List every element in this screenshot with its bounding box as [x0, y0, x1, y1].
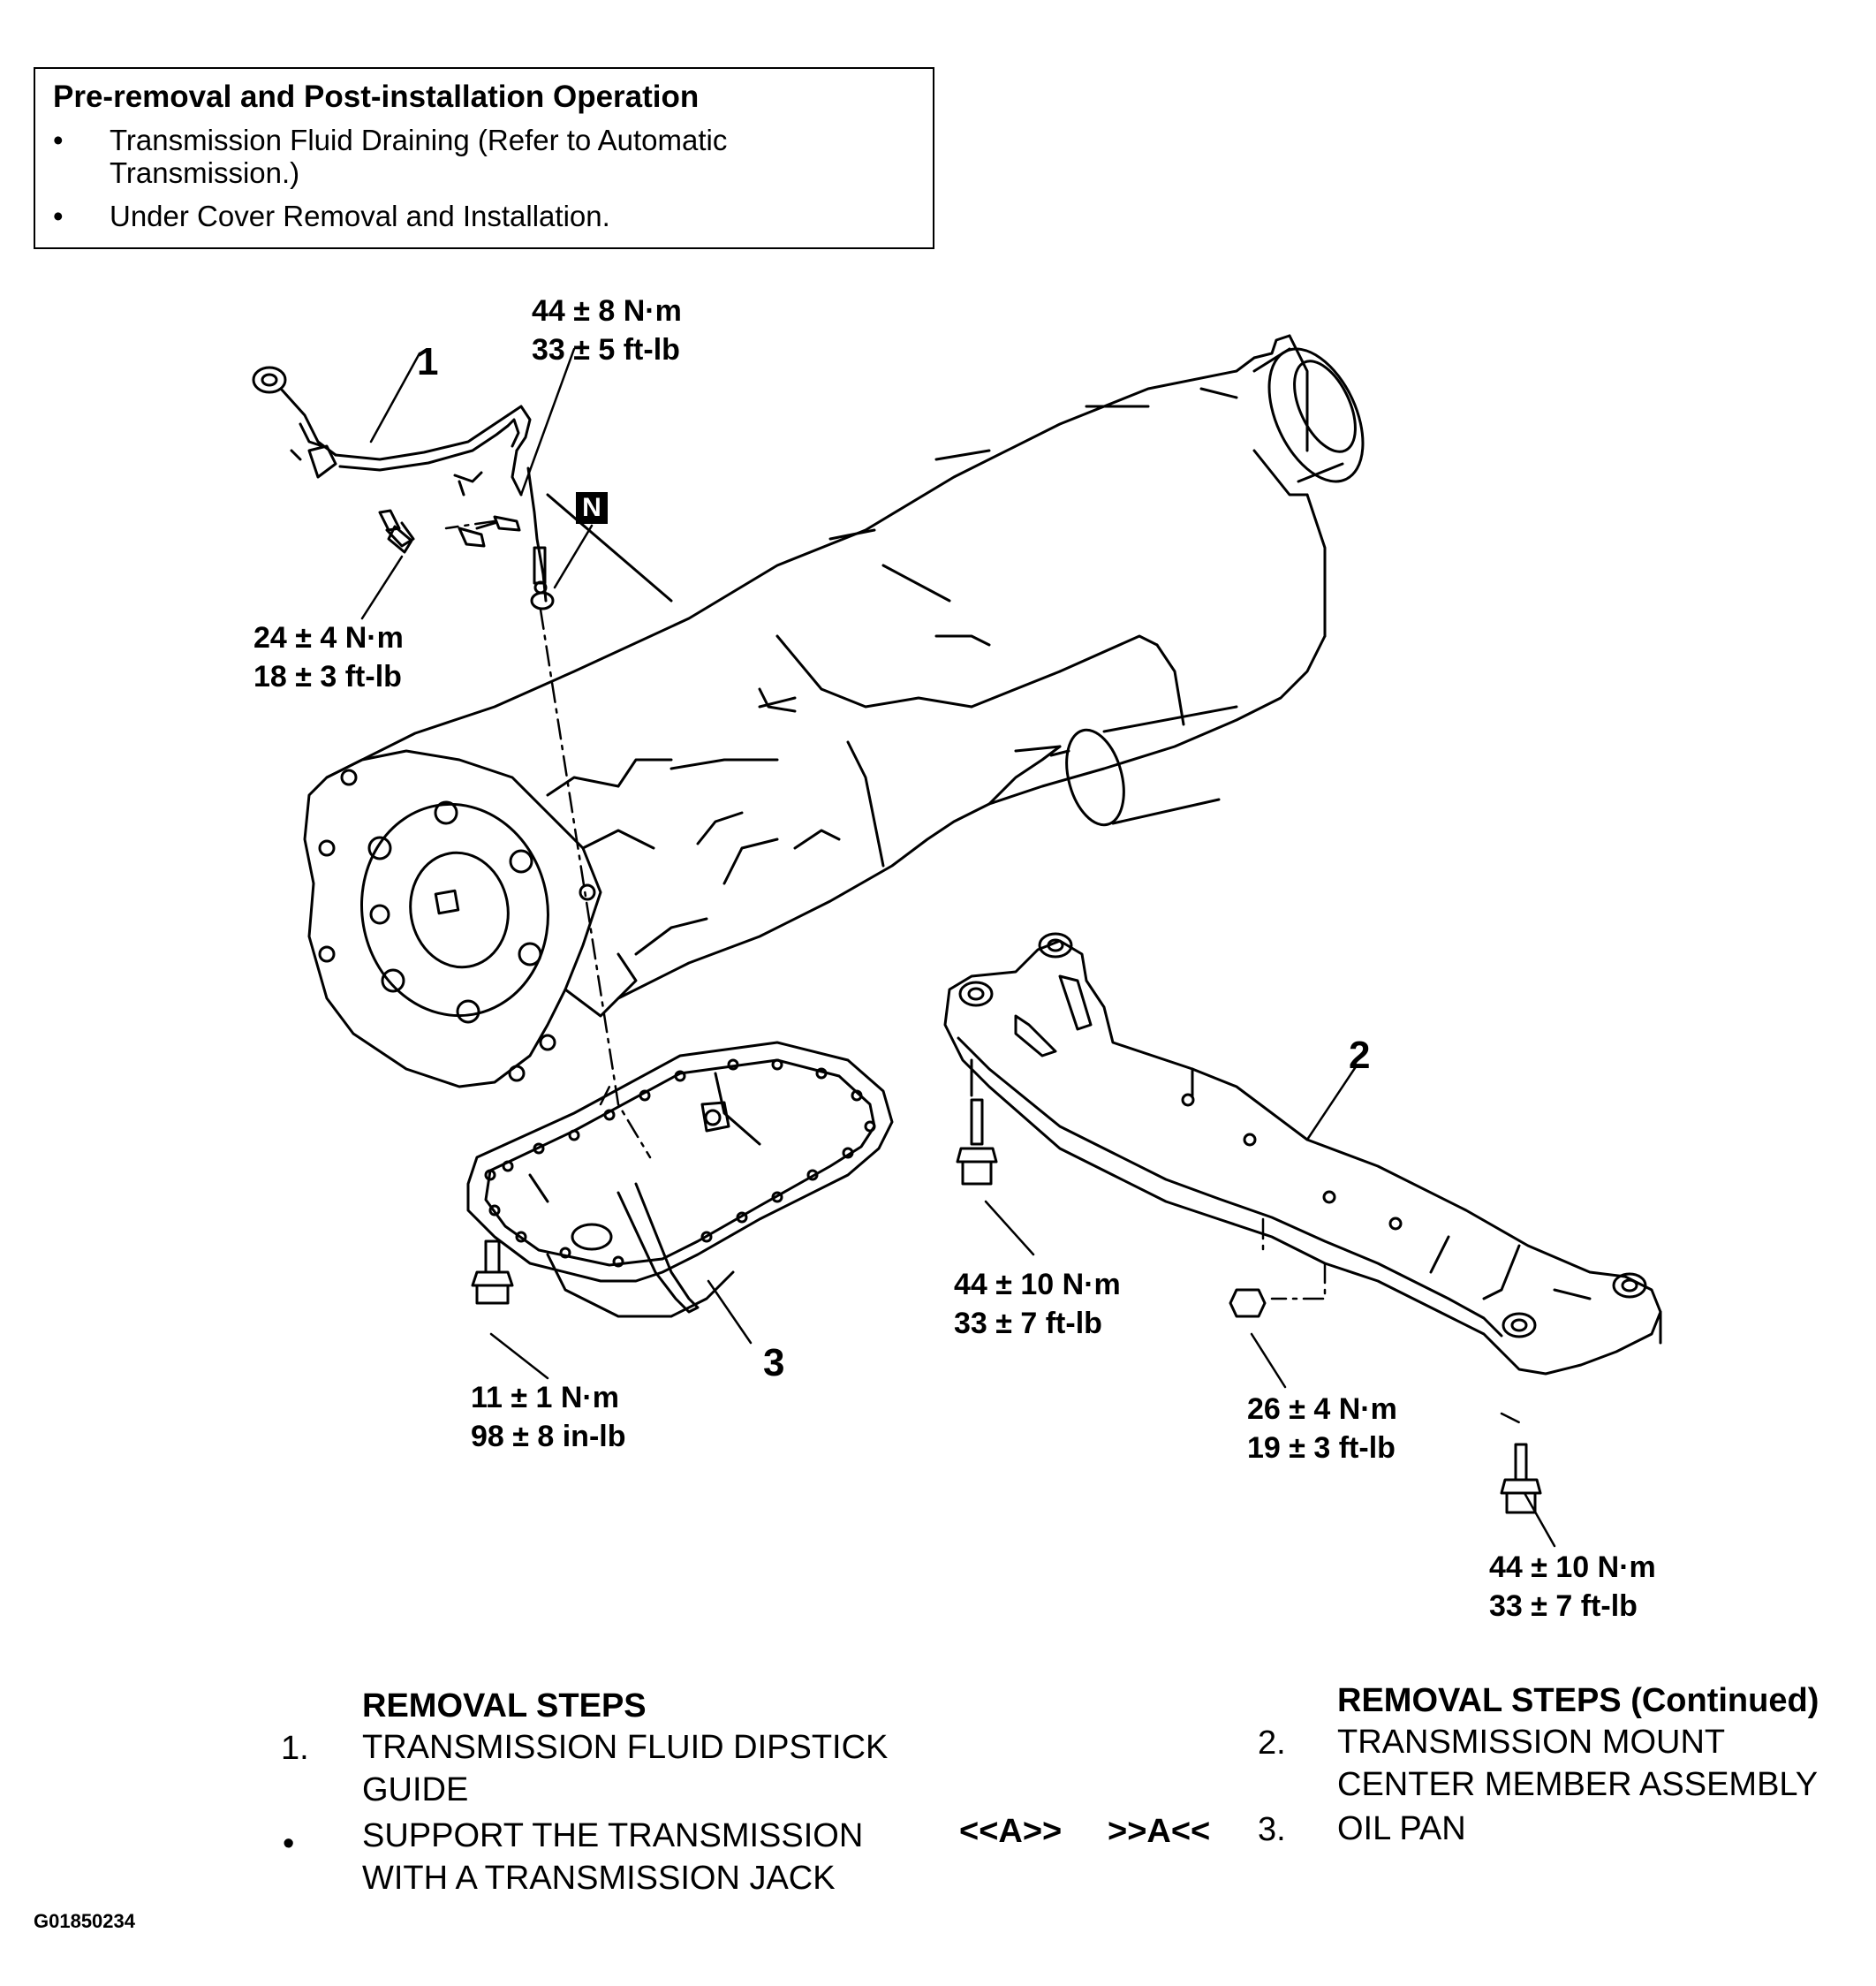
- removal-steps-continued-heading: REMOVAL STEPS (Continued): [1337, 1682, 1819, 1719]
- transmission-body: [303, 334, 1365, 1088]
- step-bullet: •: [283, 1825, 295, 1862]
- step-line: TRANSMISSION MOUNT: [1337, 1724, 1726, 1761]
- installation-code: >>A<<: [1108, 1813, 1211, 1850]
- dipstick-guide: [252, 366, 532, 496]
- bullet: •: [53, 124, 64, 156]
- step-line: OIL PAN: [1337, 1810, 1466, 1847]
- step-number: 2.: [1258, 1724, 1286, 1762]
- torque-metric: 24 ± 4 N·m: [253, 621, 404, 655]
- oil-pan: [466, 1041, 894, 1318]
- part-number-3: 3: [763, 1341, 785, 1384]
- part-number-1: 1: [417, 340, 439, 383]
- dipstick: [526, 466, 555, 610]
- removal-code: <<A>>: [959, 1813, 1063, 1850]
- torque-label: 44 ± 10 N·m 33 ± 7 ft-lb: [954, 1265, 1121, 1343]
- pre-operation-item-line: Transmission.): [110, 156, 300, 189]
- figure-id: G01850234: [34, 1910, 135, 1932]
- center-member: [943, 932, 1662, 1376]
- torque-label: 11 ± 1 N·m 98 ± 8 in-lb: [471, 1378, 625, 1456]
- leader-lines: [360, 347, 1556, 1548]
- torque-imperial: 33 ± 7 ft-lb: [1489, 1589, 1638, 1623]
- step-text: OIL PAN: [1337, 1808, 1466, 1850]
- torque-imperial: 18 ± 3 ft-lb: [253, 660, 402, 694]
- torque-imperial: 19 ± 3 ft-lb: [1247, 1431, 1396, 1465]
- torque-label: 44 ± 10 N·m 33 ± 7 ft-lb: [1489, 1548, 1656, 1626]
- torque-metric: 44 ± 10 N·m: [1489, 1550, 1656, 1584]
- torque-metric: 44 ± 8 N·m: [532, 294, 682, 328]
- member-bolt-right: [1500, 1443, 1542, 1514]
- torque-metric: 11 ± 1 N·m: [471, 1381, 619, 1414]
- torque-metric: 26 ± 4 N·m: [1247, 1392, 1397, 1426]
- torque-imperial: 98 ± 8 in-lb: [471, 1420, 626, 1453]
- oil-pan-bolt: [471, 1239, 514, 1305]
- dipstick-bolt-right: [458, 515, 521, 548]
- step-number: 1.: [281, 1730, 309, 1767]
- dipstick-bolt-left: [378, 509, 415, 554]
- torque-label: 26 ± 4 N·m 19 ± 3 ft-lb: [1247, 1390, 1397, 1467]
- bullet: •: [53, 200, 64, 232]
- removal-steps-heading: REMOVAL STEPS: [362, 1687, 647, 1724]
- pre-operation-box: Pre-removal and Post-installation Operat…: [34, 67, 934, 249]
- torque-label: 24 ± 4 N·m 18 ± 3 ft-lb: [253, 618, 404, 696]
- step-text: TRANSMISSION FLUID DIPSTICK GUIDE: [362, 1726, 888, 1811]
- pre-operation-title: Pre-removal and Post-installation Operat…: [53, 80, 700, 114]
- torque-imperial: 33 ± 5 ft-lb: [532, 333, 680, 367]
- step-number: 3.: [1258, 1811, 1286, 1848]
- torque-imperial: 33 ± 7 ft-lb: [954, 1307, 1102, 1340]
- pre-operation-item-line: Transmission Fluid Draining (Refer to Au…: [110, 124, 728, 156]
- part-number-2: 2: [1349, 1034, 1371, 1077]
- step-line: WITH A TRANSMISSION JACK: [362, 1860, 836, 1897]
- torque-label: 44 ± 8 N·m 33 ± 5 ft-lb: [532, 292, 682, 369]
- step-line: GUIDE: [362, 1771, 469, 1808]
- replace-part-marker: N: [576, 492, 608, 524]
- step-line: CENTER MEMBER ASSEMBLY: [1337, 1766, 1819, 1803]
- member-nut-center: [1229, 1288, 1267, 1318]
- step-text: TRANSMISSION MOUNT CENTER MEMBER ASSEMBL…: [1337, 1721, 1818, 1806]
- step-line: TRANSMISSION FLUID DIPSTICK: [362, 1729, 889, 1766]
- step-line: SUPPORT THE TRANSMISSION: [362, 1817, 864, 1854]
- torque-metric: 44 ± 10 N·m: [954, 1268, 1121, 1301]
- pre-operation-item-line: Under Cover Removal and Installation.: [110, 200, 610, 232]
- member-bolt-left: [956, 1098, 998, 1186]
- step-text: SUPPORT THE TRANSMISSION WITH A TRANSMIS…: [362, 1815, 863, 1899]
